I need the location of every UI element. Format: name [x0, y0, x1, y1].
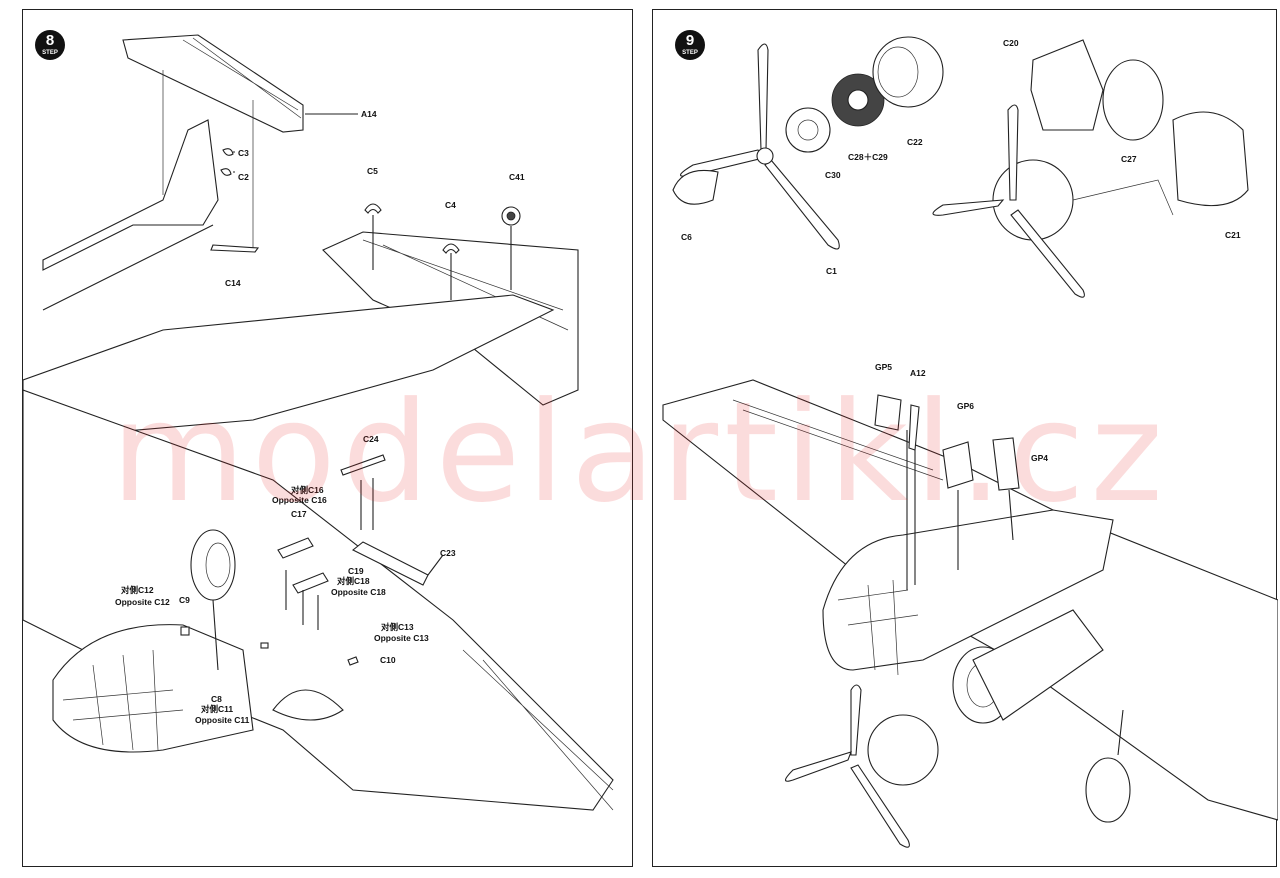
part-label-c28-c29: C28＋C29: [848, 152, 888, 162]
part-label-c23: C23: [440, 548, 456, 558]
step-badge: 9 STEP: [675, 30, 705, 60]
part-label-c41: C41: [509, 172, 525, 182]
part-label-c18-cn: 对側C18: [337, 576, 370, 586]
part-label-c11-en: Opposite C11: [195, 715, 250, 725]
part-label-c3: C3: [238, 148, 249, 158]
part-label-c8: C8: [211, 694, 222, 704]
part-label-c22: C22: [907, 137, 923, 147]
part-label-a14: A14: [361, 109, 377, 119]
step-number: 8: [45, 32, 55, 49]
part-label-c20: C20: [1003, 38, 1019, 48]
step-label: STEP: [42, 50, 58, 56]
part-label-gp6: GP6: [957, 401, 975, 411]
part-label-c27: C27: [1121, 154, 1137, 164]
part-label-c5: C5: [367, 166, 378, 176]
part-label-c11-cn: 对側C11: [201, 704, 234, 714]
step-label: STEP: [682, 50, 698, 56]
part-label-c16-cn: 对側C16: [291, 485, 324, 495]
step-number: 9: [685, 32, 695, 49]
part-label-c14: C14: [225, 278, 241, 288]
part-label-c30: C30: [825, 170, 841, 180]
part-label-c4: C4: [445, 200, 456, 210]
part-label-c12-en: Opposite C12: [115, 597, 170, 607]
part-label-c19: C19: [348, 566, 364, 576]
instruction-page-left: 8 STEP: [22, 9, 633, 867]
assembly-drawing-step-8: [23, 34, 614, 811]
instruction-page-right: 9 STEP: [652, 9, 1278, 867]
part-label-c13-en: Opposite C13: [374, 633, 429, 643]
part-label-c12-cn: 对側C12: [121, 585, 154, 595]
step-badge: 8 STEP: [35, 30, 65, 60]
part-label-c21: C21: [1225, 230, 1241, 240]
part-label-c17: C17: [291, 509, 307, 519]
part-label-c13-cn: 对側C13: [381, 622, 414, 632]
part-label-a12: A12: [910, 368, 926, 378]
part-label-c1: C1: [826, 266, 837, 276]
part-label-c18-en: Opposite C18: [331, 587, 386, 597]
part-label-c6: C6: [681, 232, 692, 242]
part-label-c9: C9: [179, 595, 190, 605]
part-label-c2: C2: [238, 172, 249, 182]
part-label-gp4: GP4: [1031, 453, 1049, 463]
part-label-c16-en: Opposite C16: [272, 495, 327, 505]
assembly-drawing-step-9: [662, 36, 1278, 848]
part-label-c24: C24: [363, 434, 379, 444]
part-label-gp5: GP5: [875, 362, 893, 372]
part-label-c10: C10: [380, 655, 396, 665]
